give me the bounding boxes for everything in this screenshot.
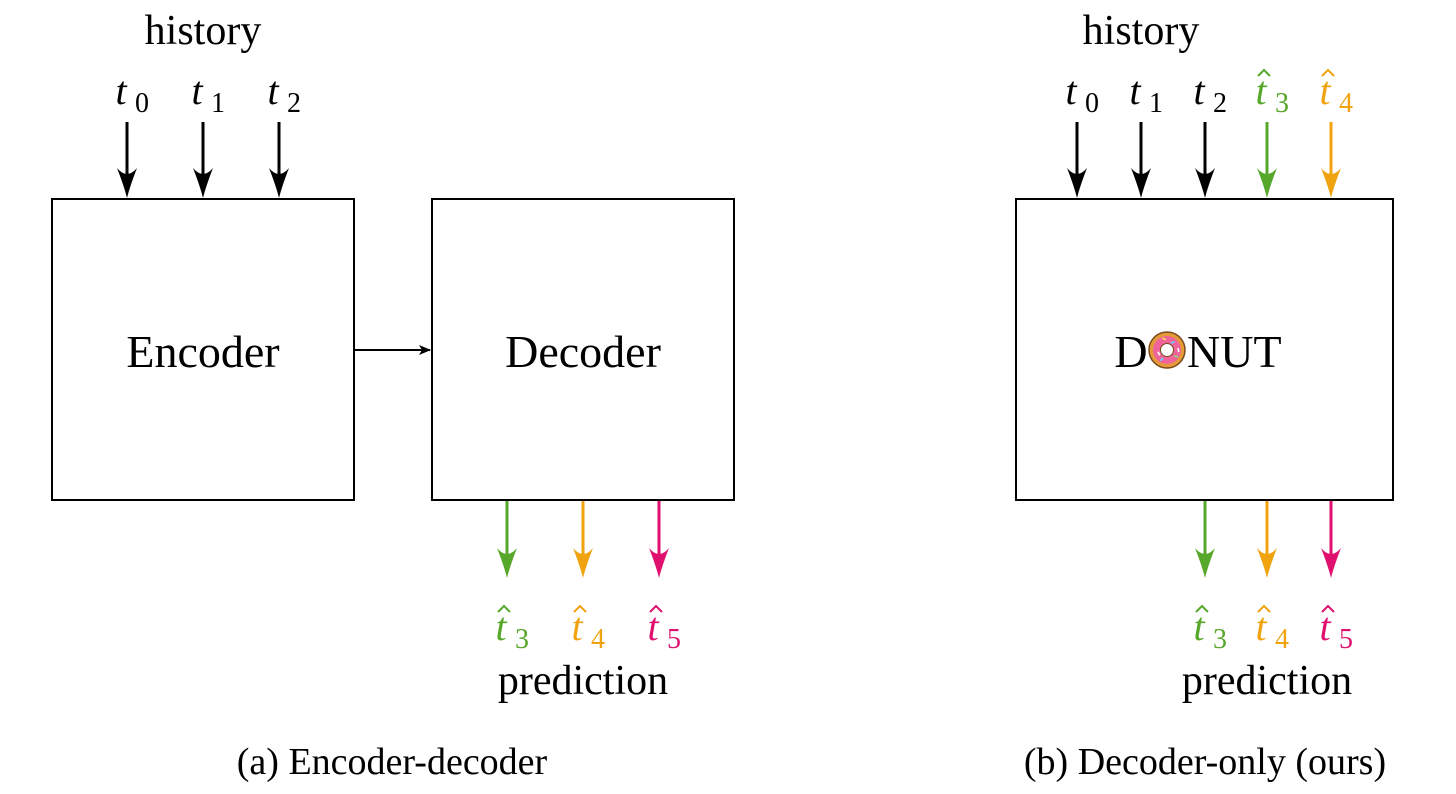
panel-a-inputs-arrow-0-head	[117, 168, 137, 198]
donut-model-box	[1015, 198, 1394, 501]
panel-b-outputs-token-0: t	[1193, 604, 1205, 649]
panel-b-outputs-token-2-subscript: 5	[1339, 624, 1353, 655]
donut-label-nut: NUT	[1187, 326, 1282, 377]
panel-b-outputs-arrow-0-head	[1195, 548, 1215, 578]
panel-b-inputs-token-1-subscript: 1	[1149, 88, 1163, 119]
panel-b-inputs-arrow-0-head	[1067, 168, 1087, 198]
panel-a-outputs-token-2-hat	[649, 604, 663, 613]
panel-b-inputs-token-3-subscript: 3	[1275, 88, 1289, 119]
panel-b-outputs-token-0-subscript: 3	[1213, 624, 1227, 655]
encoder-box	[51, 198, 355, 501]
panel-b-inputs-arrow-4-head	[1321, 168, 1341, 198]
panel-a-outputs-token-0-subscript: 3	[515, 624, 529, 655]
panel-a-outputs-arrow-1-head	[573, 548, 593, 578]
decoder-box	[431, 198, 735, 501]
panel-b-inputs-token-3: t	[1255, 68, 1267, 113]
panel-a-inputs-token-0-subscript: 0	[135, 88, 149, 119]
panel-b-outputs-token-1-hat	[1257, 604, 1271, 613]
panel-a-outputs-token-1-subscript: 4	[591, 624, 605, 655]
panel-b-inputs-token-0: t	[1065, 68, 1077, 113]
panel-b-inputs-token-4-subscript: 4	[1339, 88, 1353, 119]
panel-a-outputs-token-1: t	[571, 604, 583, 649]
panel-b-inputs-token-0-subscript: 0	[1085, 88, 1099, 119]
donut-model-label: D NUT	[1114, 326, 1281, 377]
panel-a-caption: (a) Encoder-decoder	[237, 741, 548, 783]
panel-b-outputs-token-1-subscript: 4	[1275, 624, 1289, 655]
panel-b-outputs-arrow-1-head	[1257, 548, 1277, 578]
panel-b-prediction-label: prediction	[1182, 658, 1352, 704]
panel-a-history-label: history	[145, 8, 262, 54]
panel-b-inputs-token-2: t	[1193, 68, 1205, 113]
panel-a-inputs-token-0: t	[115, 68, 127, 113]
panel-a-outputs-token-2-subscript: 5	[667, 624, 681, 655]
panel-b-inputs-token-2-subscript: 2	[1213, 88, 1227, 119]
panel-a-outputs-arrow-0-head	[497, 548, 517, 578]
panel-b-outputs-token-0-hat	[1195, 604, 1209, 613]
donut-icon	[1148, 331, 1186, 369]
panel-b-inputs-arrow-2-head	[1195, 168, 1215, 198]
panel-a-inputs-token-1-subscript: 1	[211, 88, 225, 119]
panel-b-caption: (b) Decoder-only (ours)	[1024, 741, 1386, 783]
panel-a-outputs-arrow-2-head	[649, 548, 669, 578]
panel-b-inputs-arrow-1-head	[1131, 168, 1151, 198]
panel-a-inputs-token-2-subscript: 2	[287, 88, 301, 119]
panel-a-outputs-token-1-hat	[573, 604, 587, 613]
panel-a-inputs-token-1: t	[191, 68, 203, 113]
panel-a-outputs-token-0: t	[495, 604, 507, 649]
panel-b-inputs-arrow-3-head	[1257, 168, 1277, 198]
panel-b-inputs-token-3-hat	[1257, 68, 1271, 77]
decoder-label: Decoder	[505, 326, 661, 377]
panel-a-prediction-label: prediction	[498, 658, 668, 704]
panel-a-outputs-token-0-hat	[497, 604, 511, 613]
panel-b-outputs-token-2-hat	[1321, 604, 1335, 613]
panel-b-inputs-token-1: t	[1129, 68, 1141, 113]
panel-a-inputs-token-2: t	[267, 68, 279, 113]
panel-a-inputs-arrow-2-head	[269, 168, 289, 198]
panel-b-inputs-token-4: t	[1319, 68, 1331, 113]
encoder-label: Encoder	[126, 326, 279, 377]
panel-b-inputs-token-4-hat	[1321, 68, 1335, 77]
panel-b-outputs-token-1: t	[1255, 604, 1267, 649]
panel-b-history-label: history	[1083, 8, 1200, 54]
panel-a-outputs-token-2: t	[647, 604, 659, 649]
panel-b-outputs-token-2: t	[1319, 604, 1331, 649]
donut-label-d: D	[1114, 326, 1147, 377]
panel-b-outputs-arrow-2-head	[1321, 548, 1341, 578]
panel-a-inputs-arrow-1-head	[193, 168, 213, 198]
